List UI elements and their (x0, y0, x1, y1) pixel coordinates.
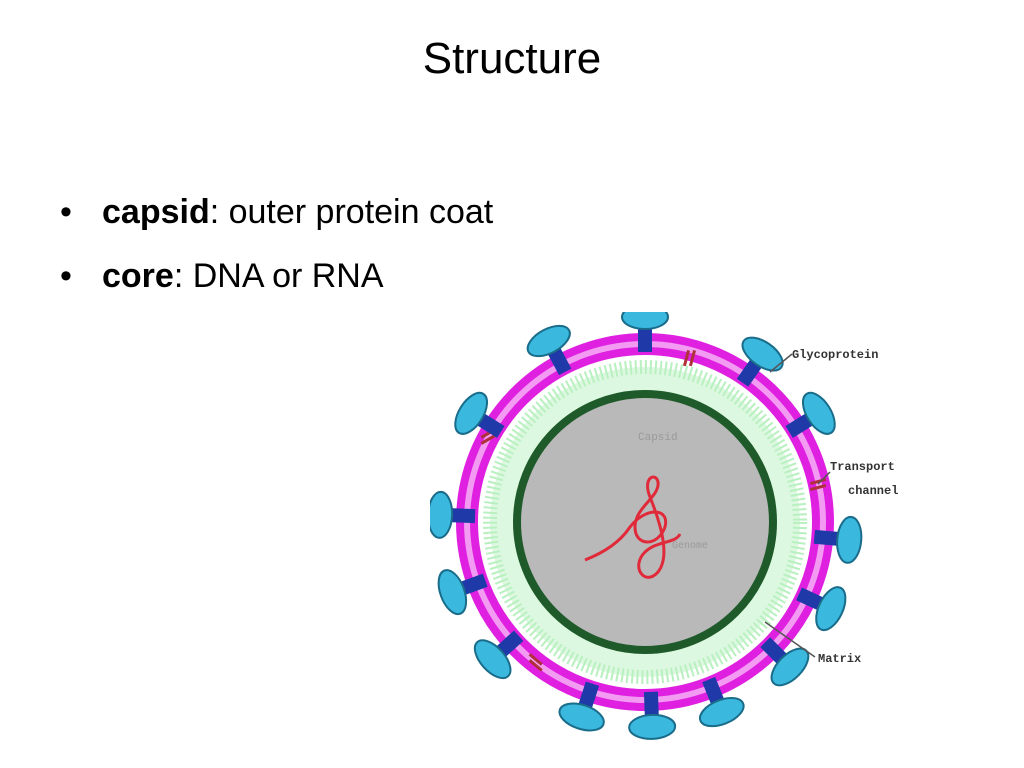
bullet-dot: • (60, 257, 72, 295)
virus-structure-diagram: Capsid Genome (430, 312, 898, 740)
genome-strand (584, 475, 682, 579)
bullet-list: • capsid: outer protein coat • core: DNA… (60, 190, 493, 318)
bullet-term: core (102, 257, 174, 295)
capsid-label: Capsid (638, 432, 678, 444)
bullet-item-core: • core: DNA or RNA (60, 254, 493, 298)
bullet-desc: : outer protein coat (209, 193, 494, 231)
transport-leader (817, 471, 831, 485)
matrix-label: Matrix (818, 652, 861, 666)
bullet-item-capsid: • capsid: outer protein coat (60, 190, 493, 234)
genome-label: Genome (672, 541, 708, 552)
bullet-term: capsid (102, 193, 210, 231)
bullet-desc: : DNA or RNA (173, 257, 384, 295)
slide-title: Structure (422, 34, 602, 83)
transport-channel-label-2: channel (848, 484, 898, 498)
glycoprotein-label: Glycoprotein (792, 348, 878, 362)
capsid-shell (513, 390, 777, 654)
bullet-dot: • (60, 193, 72, 231)
transport-channel-label-1: Transport (830, 460, 895, 474)
glycoprotein-leader (769, 353, 793, 373)
matrix-leader (764, 621, 816, 658)
glycoprotein-spikes (430, 312, 863, 740)
